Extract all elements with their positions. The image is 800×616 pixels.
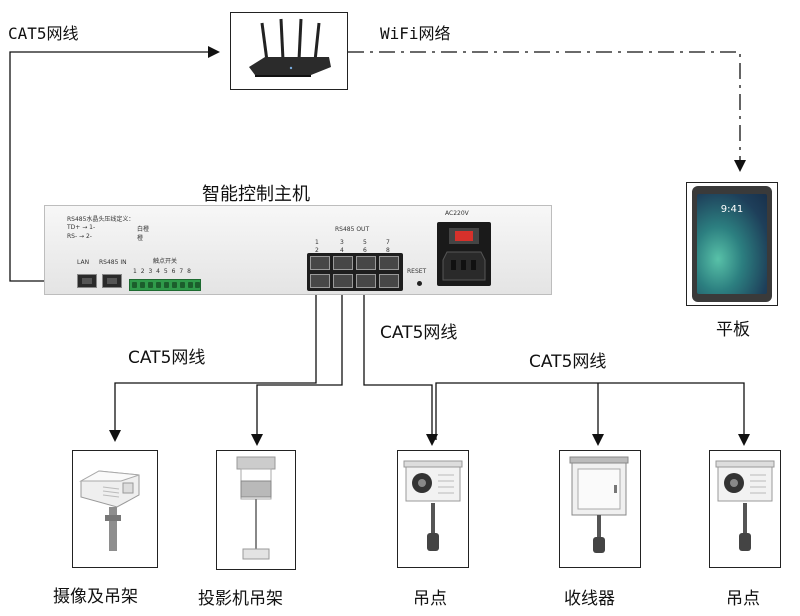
cat5-label-right: CAT5网线 [380, 323, 458, 343]
rs485-in-port [102, 274, 122, 288]
rs485-out-ports [307, 253, 403, 291]
tablet-icon: 9:41 [692, 186, 772, 302]
device-frame-hoist-1 [397, 450, 469, 568]
router-frame [230, 12, 348, 90]
hoist-point-icon [715, 460, 775, 551]
out-port-8-num: 8 [386, 247, 390, 254]
control-host: RS485水晶头压线定义： TD+ → 1- 白橙 RS- → 2- 橙 LAN… [44, 205, 552, 295]
cat5-bus-line [435, 382, 750, 446]
wifi-line-to-tablet [348, 51, 746, 172]
wifi-router-icon [249, 18, 331, 77]
tablet-frame: 9:41 [686, 182, 778, 306]
cable-winder-icon [569, 456, 629, 553]
device-caption-projector: 投影机吊架 [198, 589, 283, 609]
device-frame-winder [559, 450, 641, 568]
device-caption-hoist-2: 吊点 [726, 589, 760, 609]
out-port-2-num: 2 [315, 247, 319, 254]
out-port-3-num: 3 [340, 239, 344, 246]
contact-switch-label: 触点开关 [153, 258, 178, 265]
cat5-label-top: CAT5网线 [8, 24, 79, 43]
ac-label: AC220V [445, 210, 469, 217]
out-port-7-num: 7 [386, 239, 390, 246]
contact-terminal-block [129, 279, 201, 291]
rs-line-text: RS- → 2- [67, 233, 92, 240]
contact-numbers: 1 2 3 4 5 6 7 8 [133, 268, 192, 275]
power-socket-icon [437, 222, 491, 286]
rs-color-text: 橙 [137, 235, 144, 242]
cat5-line-to-router [9, 46, 220, 282]
lan-port [77, 274, 97, 288]
device-frame-projector [216, 450, 296, 570]
cat5-label-far-right: CAT5网线 [529, 352, 607, 372]
host-title: 智能控制主机 [202, 184, 310, 205]
rs485-def-text: RS485水晶头压线定义： [67, 216, 135, 223]
cat5-line-to-hoist-1 [363, 287, 438, 446]
rs485-in-label: RS485 IN [99, 259, 127, 266]
td-color-text: 白橙 [137, 226, 150, 233]
out-port-4-num: 4 [340, 247, 344, 254]
device-caption-hoist-1: 吊点 [413, 589, 447, 609]
lan-label: LAN [77, 259, 90, 266]
camera-bracket-icon [79, 470, 140, 551]
hoist-point-icon [403, 460, 463, 551]
out-port-5-num: 5 [363, 239, 367, 246]
wifi-label: WiFi网络 [380, 24, 451, 43]
tablet-caption: 平板 [716, 320, 750, 340]
projector-lift-icon [236, 456, 276, 560]
cat5-label-left: CAT5网线 [128, 348, 206, 368]
device-frame-camera [72, 450, 158, 568]
out-port-6-num: 6 [363, 247, 367, 254]
device-frame-hoist-2 [709, 450, 781, 568]
device-caption-winder: 收线器 [564, 589, 615, 609]
tablet-time: 9:41 [720, 204, 744, 215]
cat5-line-to-camera [109, 287, 317, 442]
device-caption-camera: 摄像及吊架 [53, 587, 138, 607]
cat5-line-to-projector [251, 287, 343, 446]
tablet-screen: 9:41 [697, 194, 767, 294]
reset-label: RESET [407, 268, 427, 275]
td-line-text: TD+ → 1- [67, 224, 96, 231]
rs485-out-label: RS485 OUT [335, 226, 370, 233]
reset-button [417, 281, 422, 286]
out-port-1-num: 1 [315, 239, 319, 246]
